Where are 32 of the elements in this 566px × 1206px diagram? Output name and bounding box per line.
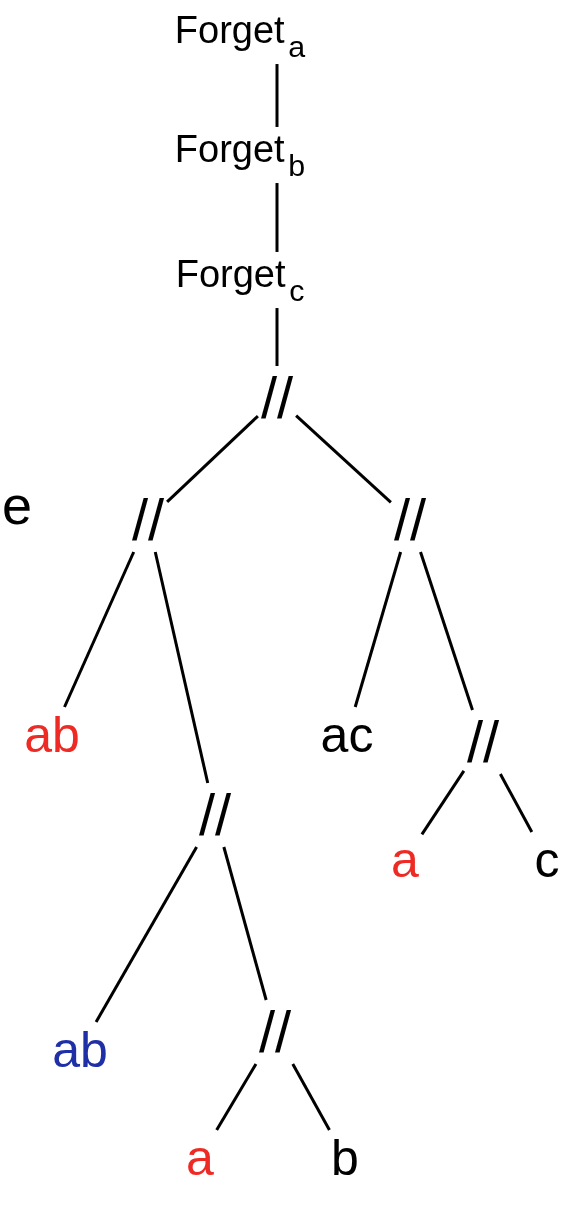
branch-line xyxy=(63,551,136,708)
branch-line xyxy=(222,846,268,1001)
branch-line xyxy=(153,551,210,784)
partial-text: e xyxy=(2,478,33,532)
branch-line xyxy=(275,64,279,127)
parallel-operator-symbol: // xyxy=(260,369,294,427)
branch-line xyxy=(353,551,403,708)
branch-line xyxy=(420,770,466,836)
parallel-operator-symbol: // xyxy=(393,491,427,549)
branch-line xyxy=(499,773,534,833)
parallel-operator-symbol: // xyxy=(131,491,165,549)
set-label: a xyxy=(391,835,419,885)
set-label: ac xyxy=(320,710,374,760)
branch-line xyxy=(215,1063,258,1131)
branch-line xyxy=(275,183,279,252)
set-label: b xyxy=(331,1133,359,1183)
branch-line xyxy=(295,414,392,504)
branch-line xyxy=(166,415,259,503)
set-label: a xyxy=(186,1133,214,1183)
parallel-operator-symbol: // xyxy=(258,1003,292,1061)
branch-line xyxy=(291,1063,331,1131)
branch-line xyxy=(419,551,474,711)
forget-operator-label: Forget$_{a}$ xyxy=(174,10,306,62)
forget-operator-label: Forget$_{b}$ xyxy=(174,129,306,181)
branch-line xyxy=(94,846,198,1023)
set-label: c xyxy=(534,835,560,885)
forget-operator-label: Forget$_{c}$ xyxy=(175,254,305,306)
branch-line xyxy=(275,308,279,366)
set-label: ab xyxy=(24,710,80,760)
set-label: ab xyxy=(52,1025,108,1075)
parallel-operator-symbol: // xyxy=(466,713,500,771)
parallel-operator-symbol: // xyxy=(198,786,232,844)
